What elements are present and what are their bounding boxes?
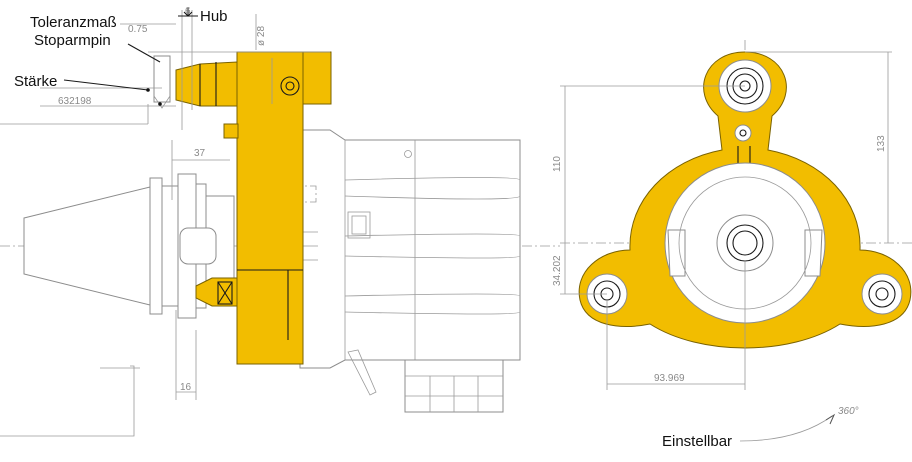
- dim-110: 110: [552, 156, 563, 172]
- label-stroke: Hub: [200, 8, 228, 25]
- dim-93-969: 93.969: [654, 373, 685, 384]
- dim-360: 360°: [838, 406, 859, 417]
- label-thickness: Stärke: [14, 73, 57, 90]
- label-tolerance: Toleranzmaß: [30, 14, 117, 31]
- dim-34-202: 34.202: [552, 255, 563, 286]
- taper-cone: [23, 186, 151, 306]
- dim-diam-28: ø 28: [256, 26, 267, 46]
- yellow-bracket: [175, 51, 332, 365]
- label-adjustment-bar: Einstellbar: [662, 433, 732, 450]
- label-stop-pin: Stoparmpin: [34, 32, 111, 49]
- dim-133: 133: [876, 135, 887, 152]
- dim-0-75: 0.75: [128, 24, 148, 35]
- spindle-housing: [299, 129, 521, 369]
- dim-16: 16: [180, 382, 192, 393]
- front-view: [560, 40, 912, 442]
- dim-37: 37: [194, 148, 206, 159]
- dim-6: 6: [185, 6, 191, 17]
- dim-632198: 632198: [58, 96, 92, 107]
- side-view: [0, 8, 560, 437]
